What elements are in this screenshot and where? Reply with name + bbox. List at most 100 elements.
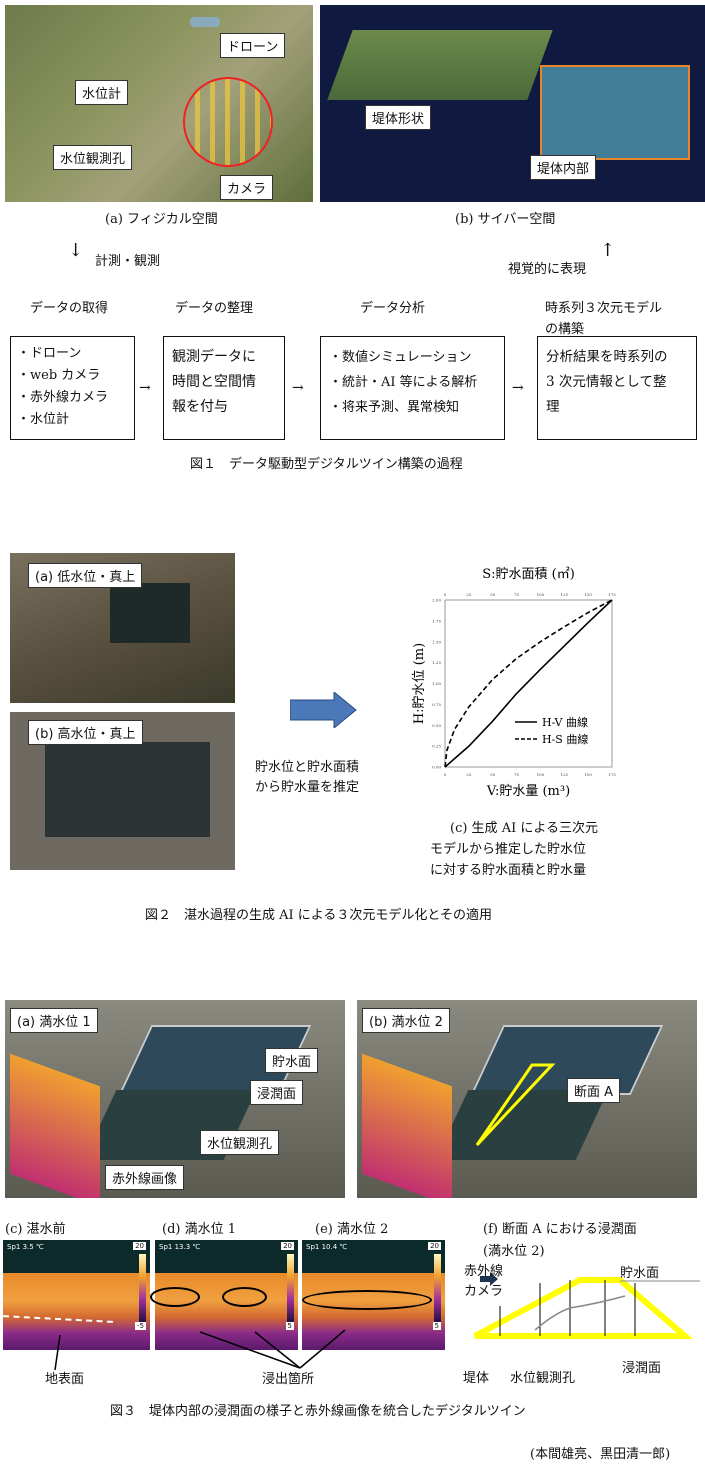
step-title-2: の構築 <box>545 322 585 337</box>
label-seepage-surface: 浸潤面 <box>250 1080 304 1105</box>
chart-caption: (c) 生成 AI による三次元 モデルから推定した貯水位 に対する貯水面積と貯… <box>430 818 598 881</box>
scale-min: 5 <box>432 1322 441 1330</box>
step-title: データ分析 <box>360 301 426 316</box>
y-tick-label: 2.00 <box>432 598 441 603</box>
x-tick-label: 100 <box>537 772 545 777</box>
label-camera: カメラ <box>220 175 274 200</box>
step-item: 分析結果を時系列の <box>546 349 668 365</box>
thermal-title: (e) 満水位 2 <box>315 1222 389 1237</box>
figure-1-caption: 図１ データ駆動型デジタルツイン構築の過程 <box>190 457 463 472</box>
scale-max: 20 <box>428 1242 441 1250</box>
step-box-model: 分析結果を時系列の 3 次元情報として整 理 <box>537 336 697 440</box>
right-arrow-icon <box>290 692 357 728</box>
full-water-2-render: (b) 満水位 2 断面 A <box>357 1000 697 1198</box>
cross-section-a-outline <box>475 1063 556 1147</box>
step-box-organize: 観測データに 時間と空間情 報を付与 <box>163 336 285 440</box>
physical-space-photo: ドローン 水位計 水位観測孔 カメラ <box>5 5 313 202</box>
y-tick-label: 1.25 <box>432 660 441 665</box>
label-line: カメラ <box>464 1284 504 1299</box>
step-item: 報を付与 <box>172 399 228 415</box>
step-item: ・赤外線カメラ <box>17 390 109 405</box>
step-title: 時系列３次元モデル <box>545 301 663 316</box>
series-line-0 <box>444 599 613 768</box>
caption-line: に対する貯水面積と貯水量 <box>430 863 587 878</box>
author: (本間雄亮、黒田清一郎) <box>530 1447 671 1462</box>
step-item: 理 <box>546 399 560 415</box>
step-item: 観測データに <box>172 349 256 365</box>
step-item: ・水位計 <box>17 412 70 427</box>
step-title: データの取得 <box>30 301 109 316</box>
label-full-water-2: (b) 満水位 2 <box>362 1008 450 1033</box>
label-line: 赤外線 <box>464 1264 504 1279</box>
top-tick-label: 150 <box>584 592 592 597</box>
label-embankment-inside: 堤体内部 <box>530 155 597 180</box>
figure-3-caption: 図３ 堤体内部の浸潤面の様子と赤外線画像を統合したデジタルツイン <box>110 1404 526 1419</box>
scale-max: 20 <box>281 1242 294 1250</box>
camera-arrow-icon <box>480 1272 498 1286</box>
low-water-photo: (a) 低水位・真上 <box>10 553 235 703</box>
scale-min: -5 <box>135 1322 146 1330</box>
y-tick-label: 0.25 <box>432 744 441 749</box>
drone-icon <box>190 17 220 27</box>
label-drone: ドローン <box>220 33 286 58</box>
step-item: ・ドローン <box>17 346 82 361</box>
estimate-line: 貯水位と貯水面積 <box>255 760 360 775</box>
callout-arrows <box>54 1330 346 1371</box>
caption-physical: (a) フィジカル空間 <box>105 212 218 227</box>
x-tick-label: 50 <box>490 772 496 777</box>
infrared-camera-label: 赤外線カメラ <box>464 1262 503 1302</box>
step-item: 3 次元情報として整 <box>546 374 667 390</box>
high-water-photo: (b) 高水位・真上 <box>10 712 235 870</box>
chart-title: S:貯水面積 (㎡) <box>482 567 575 582</box>
y-tick-label: 0.00 <box>432 765 441 770</box>
label-section-a: 断面 A <box>567 1078 621 1103</box>
y-tick-label: 0.75 <box>432 702 441 707</box>
cross-section-diagram <box>473 1272 700 1339</box>
y-tick-label: 0.50 <box>432 723 441 728</box>
y-axis-label: H:貯水位 (m) <box>412 643 427 724</box>
y-tick-label: 1.00 <box>432 681 441 686</box>
legend-label: H-S 曲線 <box>542 732 588 746</box>
embankment-label: 堤体 <box>463 1371 490 1386</box>
label-infrared-image: 赤外線画像 <box>105 1165 185 1190</box>
caption-line: モデルから推定した貯水位 <box>430 842 587 857</box>
top-tick-label: 0 <box>444 592 447 597</box>
step-item: ・統計・AI 等による解析 <box>329 375 478 390</box>
ground-line <box>3 1315 113 1323</box>
label-embankment-shape: 堤体形状 <box>365 105 432 130</box>
legend-label: H-V 曲線 <box>542 715 588 729</box>
full-water-1-render: (a) 満水位 1 貯水面 浸潤面 水位観測孔 赤外線画像 <box>5 1000 345 1198</box>
hv-hs-chart: 002525505075751001001251251501501751750.… <box>412 567 616 799</box>
caption-cyber: (b) サイバー空間 <box>455 212 556 227</box>
step-box-analyze: ・数値シミュレーション ・統計・AI 等による解析 ・将来予測、異常検知 <box>320 336 505 440</box>
cyber-space-render: 堤体形状 堤体内部 <box>320 5 705 202</box>
caption-line: (c) 生成 AI による三次元 <box>450 821 598 836</box>
step-title: データの整理 <box>175 301 254 316</box>
y-tick-label: 1.50 <box>432 639 441 644</box>
x-tick-label: 175 <box>608 772 616 777</box>
visual-label: 視覚的に表現 <box>508 262 587 277</box>
arrow-down-icon: ↓ <box>68 240 84 261</box>
thermal-image-full1: Sp1 13.3 ℃ 20 5 <box>150 1240 298 1350</box>
seepage-points-label: 浸出箇所 <box>262 1372 315 1387</box>
step-item: ・web カメラ <box>17 368 101 383</box>
label-full-water-1: (a) 満水位 1 <box>10 1008 98 1033</box>
plot-frame <box>444 599 613 768</box>
step-item: 時間と空間情 <box>172 374 256 390</box>
scale-min: 5 <box>285 1322 294 1330</box>
observation-holes-ellipse <box>183 77 273 167</box>
estimate-line: から貯水量を推定 <box>255 780 360 795</box>
ground-surface-label: 地表面 <box>45 1372 85 1387</box>
thermal-title: (d) 満水位 1 <box>162 1222 237 1237</box>
x-tick-label: 75 <box>514 772 520 777</box>
section-title-2: (満水位 2) <box>483 1244 545 1259</box>
measure-label: 計測・観測 <box>95 254 161 269</box>
water-surface-label: 貯水面 <box>620 1266 660 1281</box>
label-low-water: (a) 低水位・真上 <box>28 563 143 588</box>
top-tick-label: 25 <box>466 592 472 597</box>
estimate-text: 貯水位と貯水面積から貯水量を推定 <box>255 758 359 798</box>
thermal-image-before: Sp1 3.5 ℃ 20-5 <box>3 1240 150 1350</box>
spot-temp: Sp1 13.3 ℃ <box>159 1243 201 1251</box>
scale-max: 20 <box>133 1242 146 1250</box>
